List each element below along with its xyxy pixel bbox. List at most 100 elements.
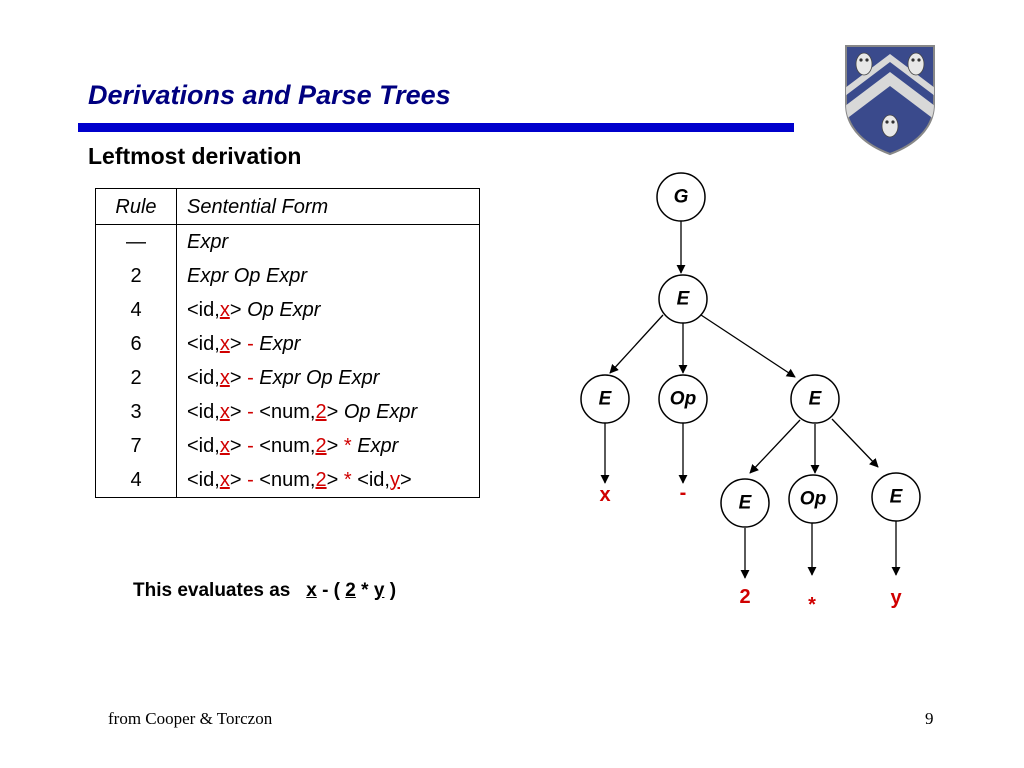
node-label: Op xyxy=(800,489,826,510)
form-token: Op xyxy=(233,265,261,287)
form-token: Op xyxy=(343,401,371,423)
form-cell: <id,x> - Expr xyxy=(177,327,480,361)
node-label: G xyxy=(674,187,689,208)
tree-leaf-minus: - xyxy=(680,482,687,504)
form-token: Expr xyxy=(338,367,380,389)
form-token: > xyxy=(229,367,242,389)
table-row: 3 <id,x> - <num,2> Op Expr xyxy=(95,395,480,429)
rule-cell: 4 xyxy=(95,293,177,327)
form-token: - xyxy=(247,401,254,423)
form-token: Expr xyxy=(187,265,229,287)
form-cell: <id,x> - <num,2> * <id,y> xyxy=(177,463,480,498)
table-header-row: Rule Sentential Form xyxy=(95,188,480,225)
rule-column-header: Rule xyxy=(95,188,177,225)
form-token: <id, xyxy=(357,469,390,491)
rule-cell: 2 xyxy=(95,259,177,293)
form-token: x xyxy=(219,333,230,355)
tree-node-expr: E xyxy=(720,478,770,528)
tree-leaf-times: * xyxy=(808,594,816,616)
form-token: Expr xyxy=(376,401,418,423)
node-label: E xyxy=(599,389,613,410)
node-label: E xyxy=(890,487,904,508)
table-row: 2 Expr Op Expr xyxy=(95,259,480,293)
form-token: 2 xyxy=(315,435,327,457)
form-token: x xyxy=(219,435,230,457)
tree-node-op: Op xyxy=(658,374,708,424)
tree-edge xyxy=(700,314,796,378)
evaluation-times: * xyxy=(361,580,369,601)
page-number: 9 xyxy=(925,709,934,728)
table-row: 6 <id,x> - Expr xyxy=(95,327,480,361)
form-token: y xyxy=(390,469,400,491)
form-token: > xyxy=(229,299,242,321)
rule-cell: 6 xyxy=(95,327,177,361)
sentential-form-column-header: Sentential Form xyxy=(176,188,480,225)
node-label: E xyxy=(677,289,691,310)
form-token: > xyxy=(400,469,412,491)
rule-cell: 2 xyxy=(95,361,177,395)
table-row: 7 <id,x> - <num,2> * Expr xyxy=(95,429,480,463)
table-row: 4 <id,x> Op Expr xyxy=(95,293,480,327)
form-token: <id, xyxy=(187,333,220,355)
tree-node-expr: E xyxy=(790,374,840,424)
rule-cell: 4 xyxy=(95,463,177,498)
node-label: Op xyxy=(670,389,696,410)
form-token: <num, xyxy=(259,435,316,457)
form-token: 2 xyxy=(315,401,327,423)
form-token: <id, xyxy=(187,401,220,423)
form-token: 2 xyxy=(315,469,327,491)
tree-node-op: Op xyxy=(788,474,838,524)
tree-leaf-x: x xyxy=(599,484,610,506)
form-token: > xyxy=(229,469,242,491)
form-token: > xyxy=(326,469,339,491)
form-token: - xyxy=(247,367,254,389)
tree-node-expr: E xyxy=(658,274,708,324)
tree-edge xyxy=(749,419,801,474)
form-token: Expr xyxy=(265,265,308,287)
form-token: Op xyxy=(305,367,333,389)
form-token: * xyxy=(343,469,352,491)
table-row: 2 <id,x> - Expr Op Expr xyxy=(95,361,480,395)
tree-node-expr: E xyxy=(871,472,921,522)
form-token: Expr xyxy=(279,299,321,321)
form-cell: <id,x> - Expr Op Expr xyxy=(177,361,480,395)
form-token: Op xyxy=(247,299,274,321)
form-cell: <id,x> Op Expr xyxy=(177,293,480,327)
form-token: > xyxy=(229,435,242,457)
footer-credit: from Cooper & Torczon xyxy=(108,709,273,728)
tree-leaf-y: y xyxy=(890,587,902,609)
node-label: E xyxy=(739,493,753,514)
derivation-table: Rule Sentential Form — Expr 2 Expr Op Ex… xyxy=(95,188,480,498)
tree-node-expr: E xyxy=(580,374,630,424)
form-token: x xyxy=(219,401,230,423)
form-cell: <id,x> - <num,2> * Expr xyxy=(177,429,480,463)
form-token: > xyxy=(229,401,242,423)
form-token: > xyxy=(229,333,242,355)
form-token: Expr xyxy=(357,435,399,457)
tree-edge xyxy=(609,314,664,374)
form-token: x xyxy=(219,299,230,321)
node-label: E xyxy=(809,389,823,410)
form-token: * xyxy=(343,435,352,457)
form-token: <id, xyxy=(187,299,220,321)
tree-edge xyxy=(831,418,879,468)
form-token: - xyxy=(247,333,254,355)
rule-cell: 3 xyxy=(95,395,177,429)
rule-cell: 7 xyxy=(95,429,177,463)
slide-subtitle: Leftmost derivation xyxy=(88,143,302,169)
table-row: 4 <id,x> - <num,2> * <id,y> xyxy=(95,463,480,498)
evaluation-prefix: This evaluates as xyxy=(133,580,291,601)
title-underline-bar xyxy=(78,123,794,132)
evaluation-x: x xyxy=(306,580,317,601)
form-token: <id, xyxy=(187,469,220,491)
evaluation-close: ) xyxy=(389,580,397,601)
form-token: Expr xyxy=(187,231,229,253)
parse-tree: G E E Op E E Op E x - 2 * y xyxy=(580,172,921,616)
form-token: > xyxy=(326,401,339,423)
rule-cell: — xyxy=(95,224,177,259)
university-shield-crest-icon xyxy=(845,45,935,156)
form-token: x xyxy=(219,367,230,389)
form-cell: Expr xyxy=(177,225,480,260)
form-token: <id, xyxy=(187,367,220,389)
form-token: <id, xyxy=(187,435,220,457)
